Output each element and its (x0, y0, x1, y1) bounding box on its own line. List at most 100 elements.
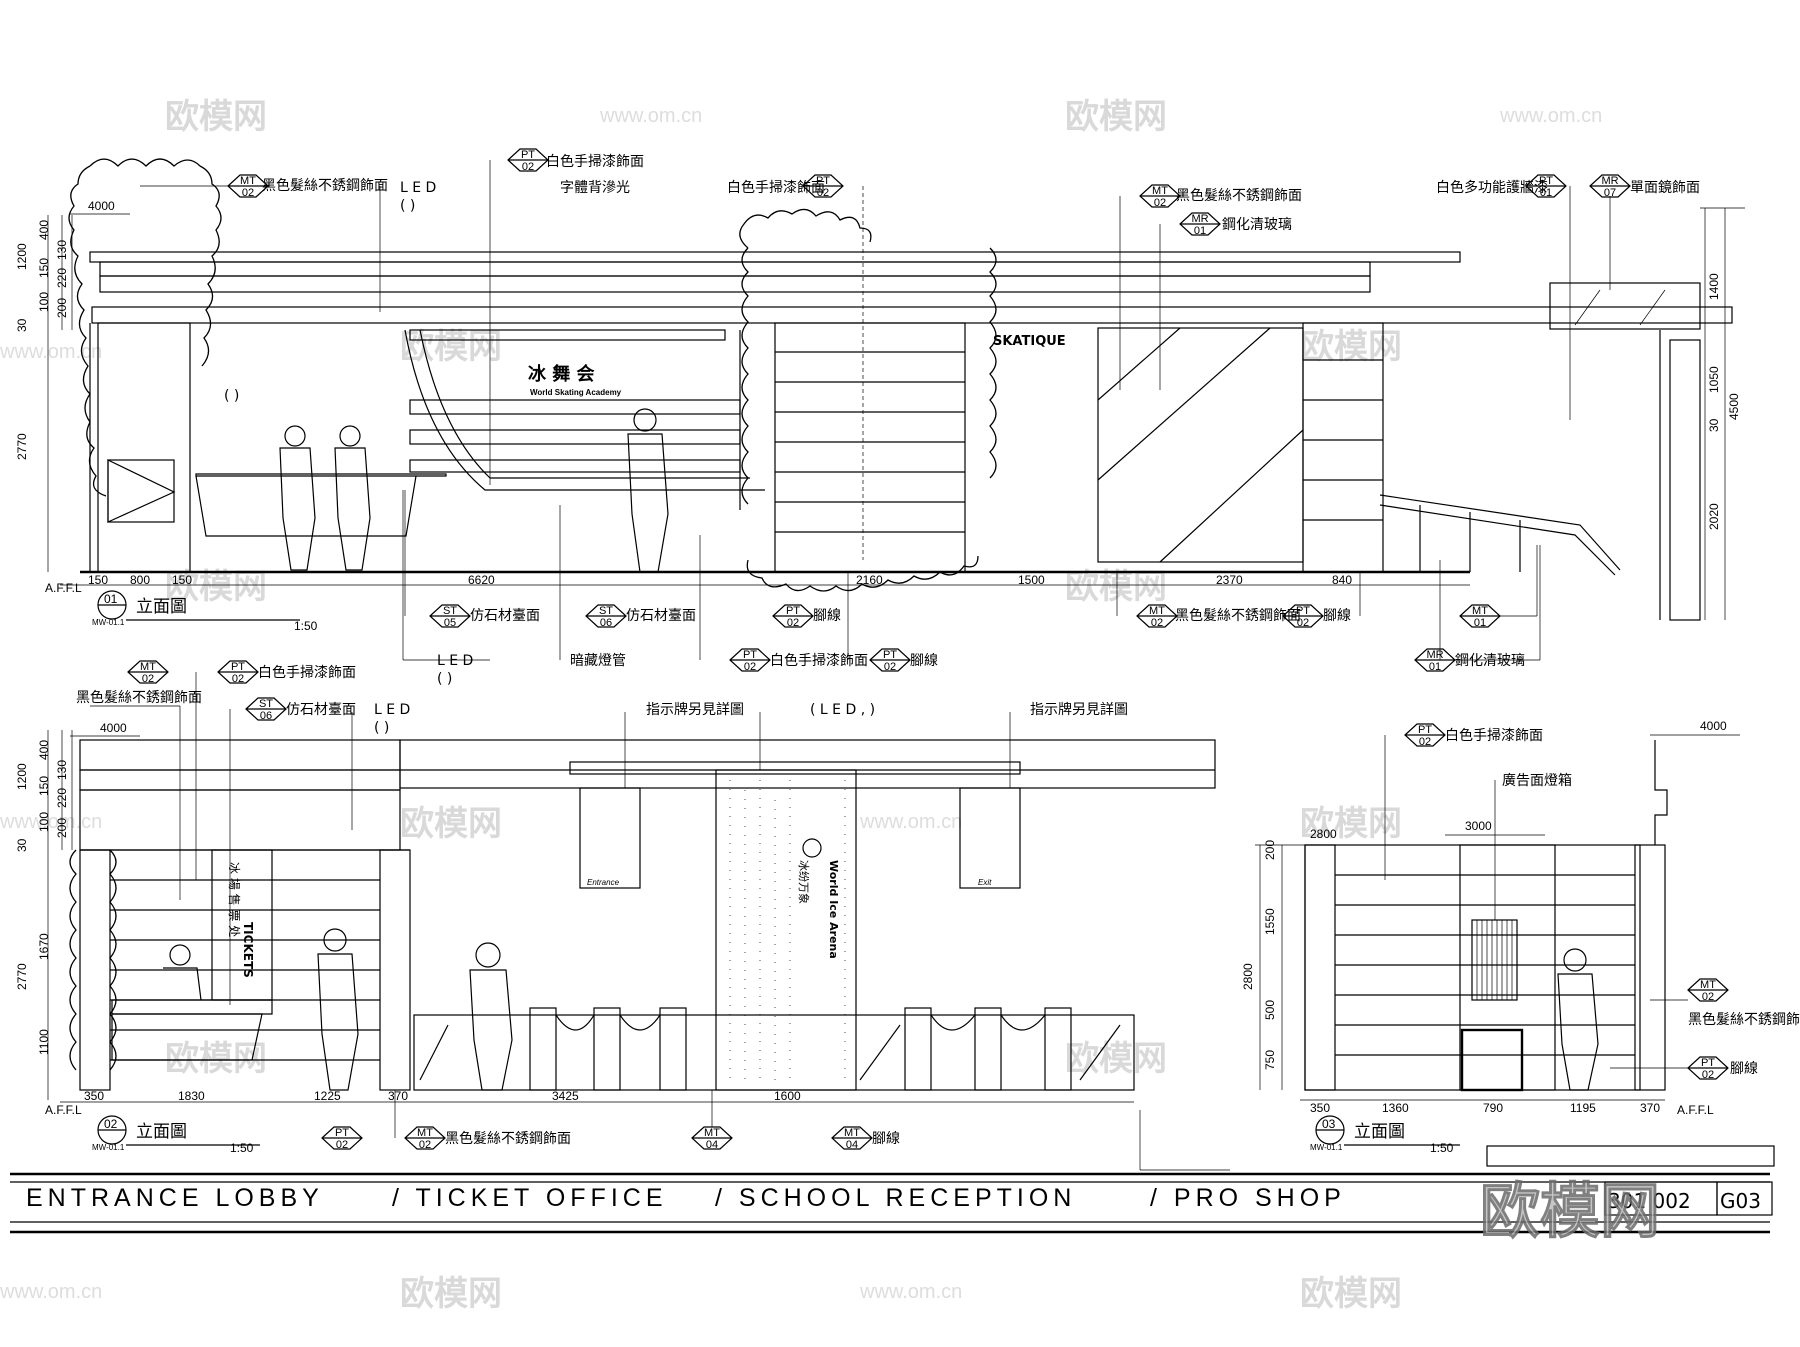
dim-1200: 1200 (15, 243, 29, 270)
watermark-url: www.om.cn (0, 1281, 102, 1303)
turnstiles (419, 1007, 1121, 1091)
elev02-title-marker: 02 MW-01.1 立面圖 1:50 (92, 1115, 260, 1155)
elev02-number: 02 (104, 1117, 118, 1131)
watermark-stamp: 欧模网 (165, 567, 267, 607)
dim-4500: 4500 (1727, 393, 1741, 420)
svg-text:PT: PT (883, 649, 897, 661)
callout-mr01: MR 01 鋼化清玻璃 (1414, 545, 1541, 673)
dim-1200: 1200 (15, 763, 29, 790)
elev03-annotations: PT 02 白色手掃漆飾面 廣告面燈箱 MT 02 黑色髮絲不銹鋼飾面 PT 0… (1384, 723, 1800, 1081)
elev02-annotations-bottom: PT 02 MT 02 黑色髮絲不銹鋼飾面 MT 04 MT 04 腳線 (321, 1090, 900, 1151)
watermark-stamp: 欧模网 (165, 97, 267, 137)
dim-2370: 2370 (1216, 573, 1243, 587)
elev03-title-marker: 03 MW-01.1 立面圖 1:50 (1310, 1115, 1460, 1155)
svg-text:01: 01 (1194, 225, 1206, 237)
figure-person (279, 425, 316, 571)
dim-6620: 6620 (468, 573, 495, 587)
watermark-url: www.om.cn (599, 105, 702, 127)
svg-text:PT: PT (1296, 605, 1310, 617)
svg-text:MT: MT (1149, 605, 1165, 617)
note-text: 黑色髮絲不銹鋼飾面 (1688, 1011, 1800, 1028)
elev01-annotations-top: MT 02 黑色髮絲不銹鋼飾面 PT 02 白色手掃漆飾面 字體背滲光 L E … (140, 148, 1700, 560)
dim-200: 200 (1263, 840, 1277, 860)
svg-text:01: 01 (1474, 617, 1486, 629)
elev02-left-dimensions: 1200 400 150 130 220 100 200 30 2770 167… (15, 721, 140, 1100)
watermark-stamp: 欧模网 (1300, 327, 1402, 367)
elevation-02: 1200 400 150 130 220 100 200 30 2770 167… (15, 660, 1230, 1171)
elev01-scale: 1:50 (294, 619, 318, 633)
dim-3425: 3425 (552, 1089, 579, 1103)
svg-text:02: 02 (884, 661, 896, 673)
elev01-bottom-dimensions: A.F.F.L 150 800 150 6620 2160 1500 2370 … (45, 573, 1470, 595)
watermark-stamp: 欧模网 (400, 1274, 502, 1314)
dim-370: 370 (1640, 1101, 1660, 1115)
note-text: 白色多功能護牆漆 (1436, 179, 1548, 196)
svg-text:05: 05 (444, 617, 456, 629)
signage-ticket-en: TICKETS (241, 922, 255, 978)
note-text: 白色手掃漆飾面 (258, 664, 356, 681)
dim-4000: 4000 (1700, 719, 1727, 733)
elev03-cladding (1335, 874, 1635, 1056)
afl-label: A.F.F.L (1677, 1103, 1714, 1117)
callout-pt02: PT 02 白色手掃漆飾面 字體背滲光 (489, 148, 644, 485)
elev02-scale: 1:50 (230, 1141, 254, 1155)
note-led-paren: ( L E D , ) (810, 702, 875, 718)
dim-400: 400 (37, 220, 51, 240)
note-led-paren: ( ) (400, 198, 415, 214)
dim-790: 790 (1483, 1101, 1503, 1115)
note-text: 鋼化清玻璃 (1222, 216, 1292, 233)
elev01-left-dimensions: 1200 400 150 130 220 100 200 30 2770 400… (15, 199, 130, 572)
svg-text:02: 02 (419, 1139, 431, 1151)
svg-text:PT: PT (335, 1127, 349, 1139)
svg-text:MT: MT (1472, 605, 1488, 617)
svg-text:02: 02 (1702, 991, 1714, 1003)
note-led-paren: ( ) (437, 671, 452, 687)
signage-exit: Exit (978, 878, 992, 887)
elev01-cladding (774, 322, 966, 573)
watermark-stamp: 欧模网 (1300, 1274, 1402, 1314)
note-text: 腳線 (813, 608, 841, 624)
svg-text:02: 02 (1151, 617, 1163, 629)
dim-1670: 1670 (37, 933, 51, 960)
title-item: ENTRANCE LOBBY (26, 1184, 324, 1212)
svg-text:PT: PT (231, 661, 245, 673)
svg-text:PT: PT (786, 605, 800, 617)
elev03-label: 立面圖 (1354, 1122, 1405, 1142)
watermark-stamp: 欧模网 (1065, 1039, 1167, 1079)
note-text: 仿石材臺面 (286, 702, 356, 718)
svg-text:01: 01 (1540, 187, 1552, 199)
title-item: / PRO SHOP (1150, 1184, 1346, 1212)
callout-pt02-skirting: PT 02 腳線 (847, 572, 938, 673)
dim-30: 30 (15, 838, 29, 852)
dim-400: 400 (37, 740, 51, 760)
note-paren: ( ) (224, 388, 239, 404)
svg-text:MT: MT (1700, 979, 1716, 991)
watermark-stamp: 欧模网 (400, 804, 502, 844)
dim-2160: 2160 (856, 573, 883, 587)
svg-text:02: 02 (744, 661, 756, 673)
dim-100: 100 (37, 292, 51, 312)
dim-150: 150 (88, 573, 108, 587)
signage-logo-cn: 冰 舞 会 (528, 363, 595, 385)
dim-1400: 1400 (1707, 273, 1721, 300)
note-text: 白色手掃漆飾面 (546, 153, 644, 170)
callout-st06: ST 06 仿石材臺面 (585, 604, 696, 629)
svg-text:PT: PT (1539, 175, 1553, 187)
note-text: 仿石材臺面 (470, 608, 540, 624)
svg-text:MR: MR (1601, 175, 1618, 187)
svg-text:02: 02 (232, 673, 244, 685)
dim-1225: 1225 (314, 1089, 341, 1103)
svg-text:02: 02 (817, 187, 829, 199)
elevation-03: 200 1550 2800 500 750 2800 3000 4000 350… (1241, 719, 1800, 1155)
dim-1100: 1100 (37, 1029, 51, 1055)
watermark-url: www.om.cn (1499, 105, 1602, 127)
callout-st05: ST 05 仿石材臺面 (404, 490, 540, 629)
dim-2770: 2770 (15, 433, 29, 460)
svg-text:02: 02 (336, 1139, 348, 1151)
dim-2800: 2800 (1241, 963, 1255, 990)
afl-label: A.F.F.L (45, 1103, 82, 1117)
svg-text:02: 02 (787, 617, 799, 629)
figure-person (317, 928, 359, 1091)
signage-logo-en: World Skating Academy (530, 388, 622, 397)
